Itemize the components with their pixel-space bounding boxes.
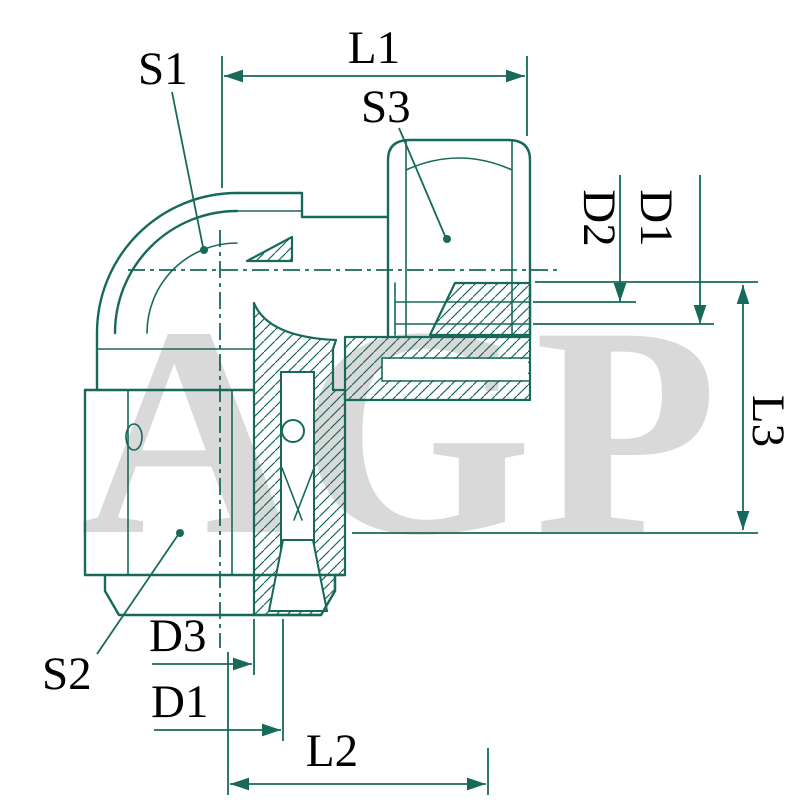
right-nut-chamfer-arc bbox=[405, 157, 513, 171]
label-s1: S1 bbox=[138, 43, 188, 95]
watermark-text: AGP bbox=[80, 265, 719, 597]
left-nut-chamfer-ellipse bbox=[125, 423, 143, 451]
right-nut-outline bbox=[386, 138, 532, 339]
s3-leader bbox=[398, 127, 446, 237]
centerlines bbox=[128, 230, 560, 648]
label-d2: D2 bbox=[573, 189, 625, 246]
bore-channel bbox=[280, 371, 315, 555]
ball-detail bbox=[281, 419, 305, 443]
s3-leader-dot bbox=[443, 235, 451, 243]
dimension-labels: S1 L1 S3 D2 D1 L3 S2 D3 D1 L2 bbox=[42, 22, 794, 777]
s1-leader-dot bbox=[200, 246, 208, 254]
tube-bore-gap bbox=[382, 359, 528, 380]
elbow-outer-arc bbox=[95, 191, 239, 335]
label-s2: S2 bbox=[42, 648, 92, 700]
s2-leader-dot bbox=[176, 529, 184, 537]
label-d3: D3 bbox=[149, 610, 206, 662]
label-s3: S3 bbox=[361, 81, 411, 133]
label-l2: L2 bbox=[306, 725, 358, 777]
elbow-wall-arc bbox=[113, 209, 239, 335]
tube-bore-lines bbox=[381, 357, 531, 382]
top-edge bbox=[235, 191, 390, 219]
s2-leader bbox=[96, 534, 179, 655]
cone-detail-lines bbox=[281, 467, 315, 521]
cutting-plane-triangle bbox=[245, 235, 294, 263]
dimension-lines bbox=[152, 56, 758, 795]
label-l3: L3 bbox=[742, 395, 794, 447]
label-l1: L1 bbox=[348, 22, 400, 74]
label-d1-bottom: D1 bbox=[151, 676, 208, 728]
leader-lines bbox=[96, 91, 451, 655]
s1-leader bbox=[171, 91, 204, 248]
label-d1-right: D1 bbox=[630, 189, 682, 246]
